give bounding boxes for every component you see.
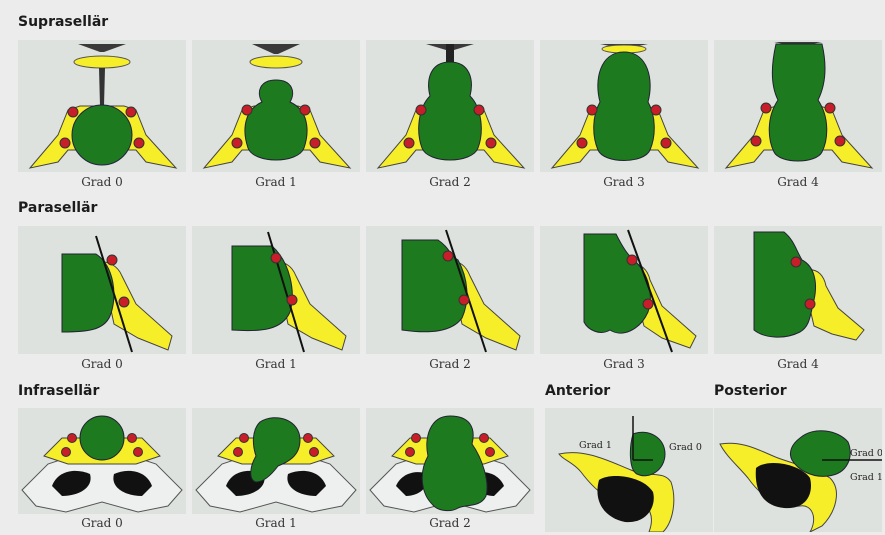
section-title-infrasellar: Infrasellär [18, 383, 99, 399]
parasellar-grad-2-diagram [366, 226, 534, 354]
suprasellar-caption-2: Grad 2 [366, 175, 534, 189]
anterior-panel: Grad 1 Grad 0 [545, 408, 713, 532]
suprasellar-grad-4-panel [714, 40, 882, 172]
suprasellar-grad-3-diagram [540, 40, 708, 172]
section-title-anterior: Anterior [545, 383, 610, 399]
infrasellar-caption-0: Grad 0 [18, 516, 186, 530]
suprasellar-caption-1: Grad 1 [192, 175, 360, 189]
suprasellar-grad-0-diagram [18, 40, 186, 172]
parasellar-grad-4-panel [714, 226, 882, 354]
section-title-posterior: Posterior [714, 383, 787, 399]
posterior-label-grad-1: Grad 1 [850, 472, 882, 483]
parasellar-grad-0-diagram [18, 226, 186, 354]
suprasellar-grad-3-panel [540, 40, 708, 172]
anterior-label-grad-0: Grad 0 [669, 442, 702, 453]
anterior-diagram: Grad 1 Grad 0 [545, 408, 713, 532]
parasellar-caption-2: Grad 2 [366, 357, 534, 371]
parasellar-caption-3: Grad 3 [540, 357, 708, 371]
suprasellar-grad-4-diagram [714, 40, 882, 172]
suprasellar-grad-0-panel [18, 40, 186, 172]
infrasellar-caption-1: Grad 1 [192, 516, 360, 530]
section-title-suprasellar: Suprasellär [18, 14, 108, 30]
parasellar-grad-1-panel [192, 226, 360, 354]
section-title-parasellar: Parasellär [18, 200, 97, 216]
suprasellar-caption-4: Grad 4 [714, 175, 882, 189]
infrasellar-grad-1-panel [192, 408, 360, 514]
parasellar-grad-2-panel [366, 226, 534, 354]
parasellar-grad-1-diagram [192, 226, 360, 354]
suprasellar-grad-2-diagram [366, 40, 534, 172]
infrasellar-grad-2-panel [366, 408, 534, 514]
infrasellar-grad-0-diagram [18, 408, 186, 514]
anterior-label-grad-1: Grad 1 [579, 440, 612, 451]
parasellar-caption-4: Grad 4 [714, 357, 882, 371]
suprasellar-grad-1-panel [192, 40, 360, 172]
infrasellar-grad-0-panel [18, 408, 186, 514]
parasellar-grad-4-diagram [714, 226, 882, 354]
infrasellar-grad-1-diagram [192, 408, 360, 514]
infrasellar-grad-2-diagram [366, 408, 534, 514]
parasellar-grad-3-panel [540, 226, 708, 354]
posterior-label-grad-0: Grad 0 [850, 448, 882, 459]
parasellar-grad-0-panel [18, 226, 186, 354]
suprasellar-grad-1-diagram [192, 40, 360, 172]
suprasellar-caption-3: Grad 3 [540, 175, 708, 189]
infrasellar-caption-2: Grad 2 [366, 516, 534, 530]
suprasellar-caption-0: Grad 0 [18, 175, 186, 189]
parasellar-caption-1: Grad 1 [192, 357, 360, 371]
posterior-diagram: Grad 0 Grad 1 [714, 408, 882, 532]
parasellar-grad-3-diagram [540, 226, 708, 354]
parasellar-caption-0: Grad 0 [18, 357, 186, 371]
suprasellar-grad-2-panel [366, 40, 534, 172]
posterior-panel: Grad 0 Grad 1 [714, 408, 882, 532]
